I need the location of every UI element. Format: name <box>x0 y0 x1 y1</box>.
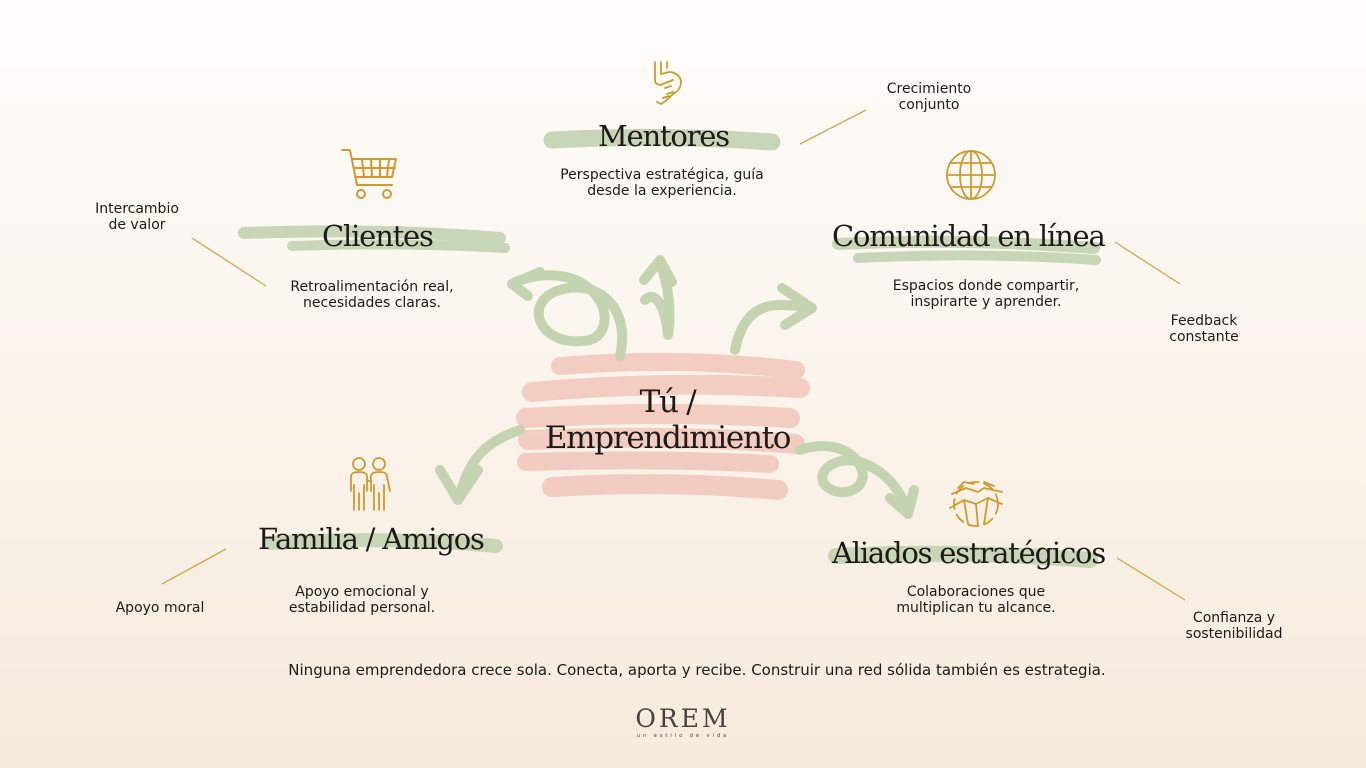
handshake-icon <box>654 61 682 105</box>
aliados-description: Colaboraciones que multiplican tu alcanc… <box>896 584 1056 616</box>
center-title: Tú / Emprendimiento <box>520 384 815 456</box>
clientes-note: Intercambio de valor <box>95 201 179 233</box>
aliados-title: Aliados estratégicos <box>832 536 1106 570</box>
familia-title: Familia / Amigos <box>258 522 485 556</box>
people-icon <box>350 457 391 511</box>
connector-lines <box>161 109 1186 601</box>
familia-description: Apoyo emocional y estabilidad personal. <box>288 584 436 616</box>
center-pink-brush <box>516 352 810 500</box>
comunidad-description: Espacios donde compartir, inspirarte y a… <box>892 278 1080 310</box>
title-brushes <box>238 128 1101 568</box>
brand-tagline: un estilo de vida <box>636 733 730 739</box>
aliados-note: Confianza y sostenibilidad <box>1185 610 1283 642</box>
brand-logo: OREM un estilo de vida <box>623 706 743 740</box>
familia-note: Apoyo moral <box>115 600 205 616</box>
globe-icon <box>946 150 996 200</box>
brand-name: OREM <box>635 704 731 733</box>
comunidad-title: Comunidad en línea <box>832 219 1106 253</box>
mentores-title: Mentores <box>598 119 730 153</box>
center-title-line1: Tú / <box>639 384 697 420</box>
center-title-line2: Emprendimiento <box>544 420 792 456</box>
shopping-cart-icon <box>341 149 397 199</box>
comunidad-note: Feedback constante <box>1169 313 1239 345</box>
stacked-hands-icon <box>949 481 1003 527</box>
arrows <box>435 255 919 519</box>
mentores-description: Perspectiva estratégica, guía desde la e… <box>560 167 764 199</box>
clientes-title: Clientes <box>322 219 434 253</box>
clientes-description: Retroalimentación real, necesidades clar… <box>290 279 454 311</box>
mentores-note: Crecimiento conjunto <box>886 81 972 113</box>
footer-message: Ninguna emprendedora crece sola. Conecta… <box>288 661 1106 679</box>
